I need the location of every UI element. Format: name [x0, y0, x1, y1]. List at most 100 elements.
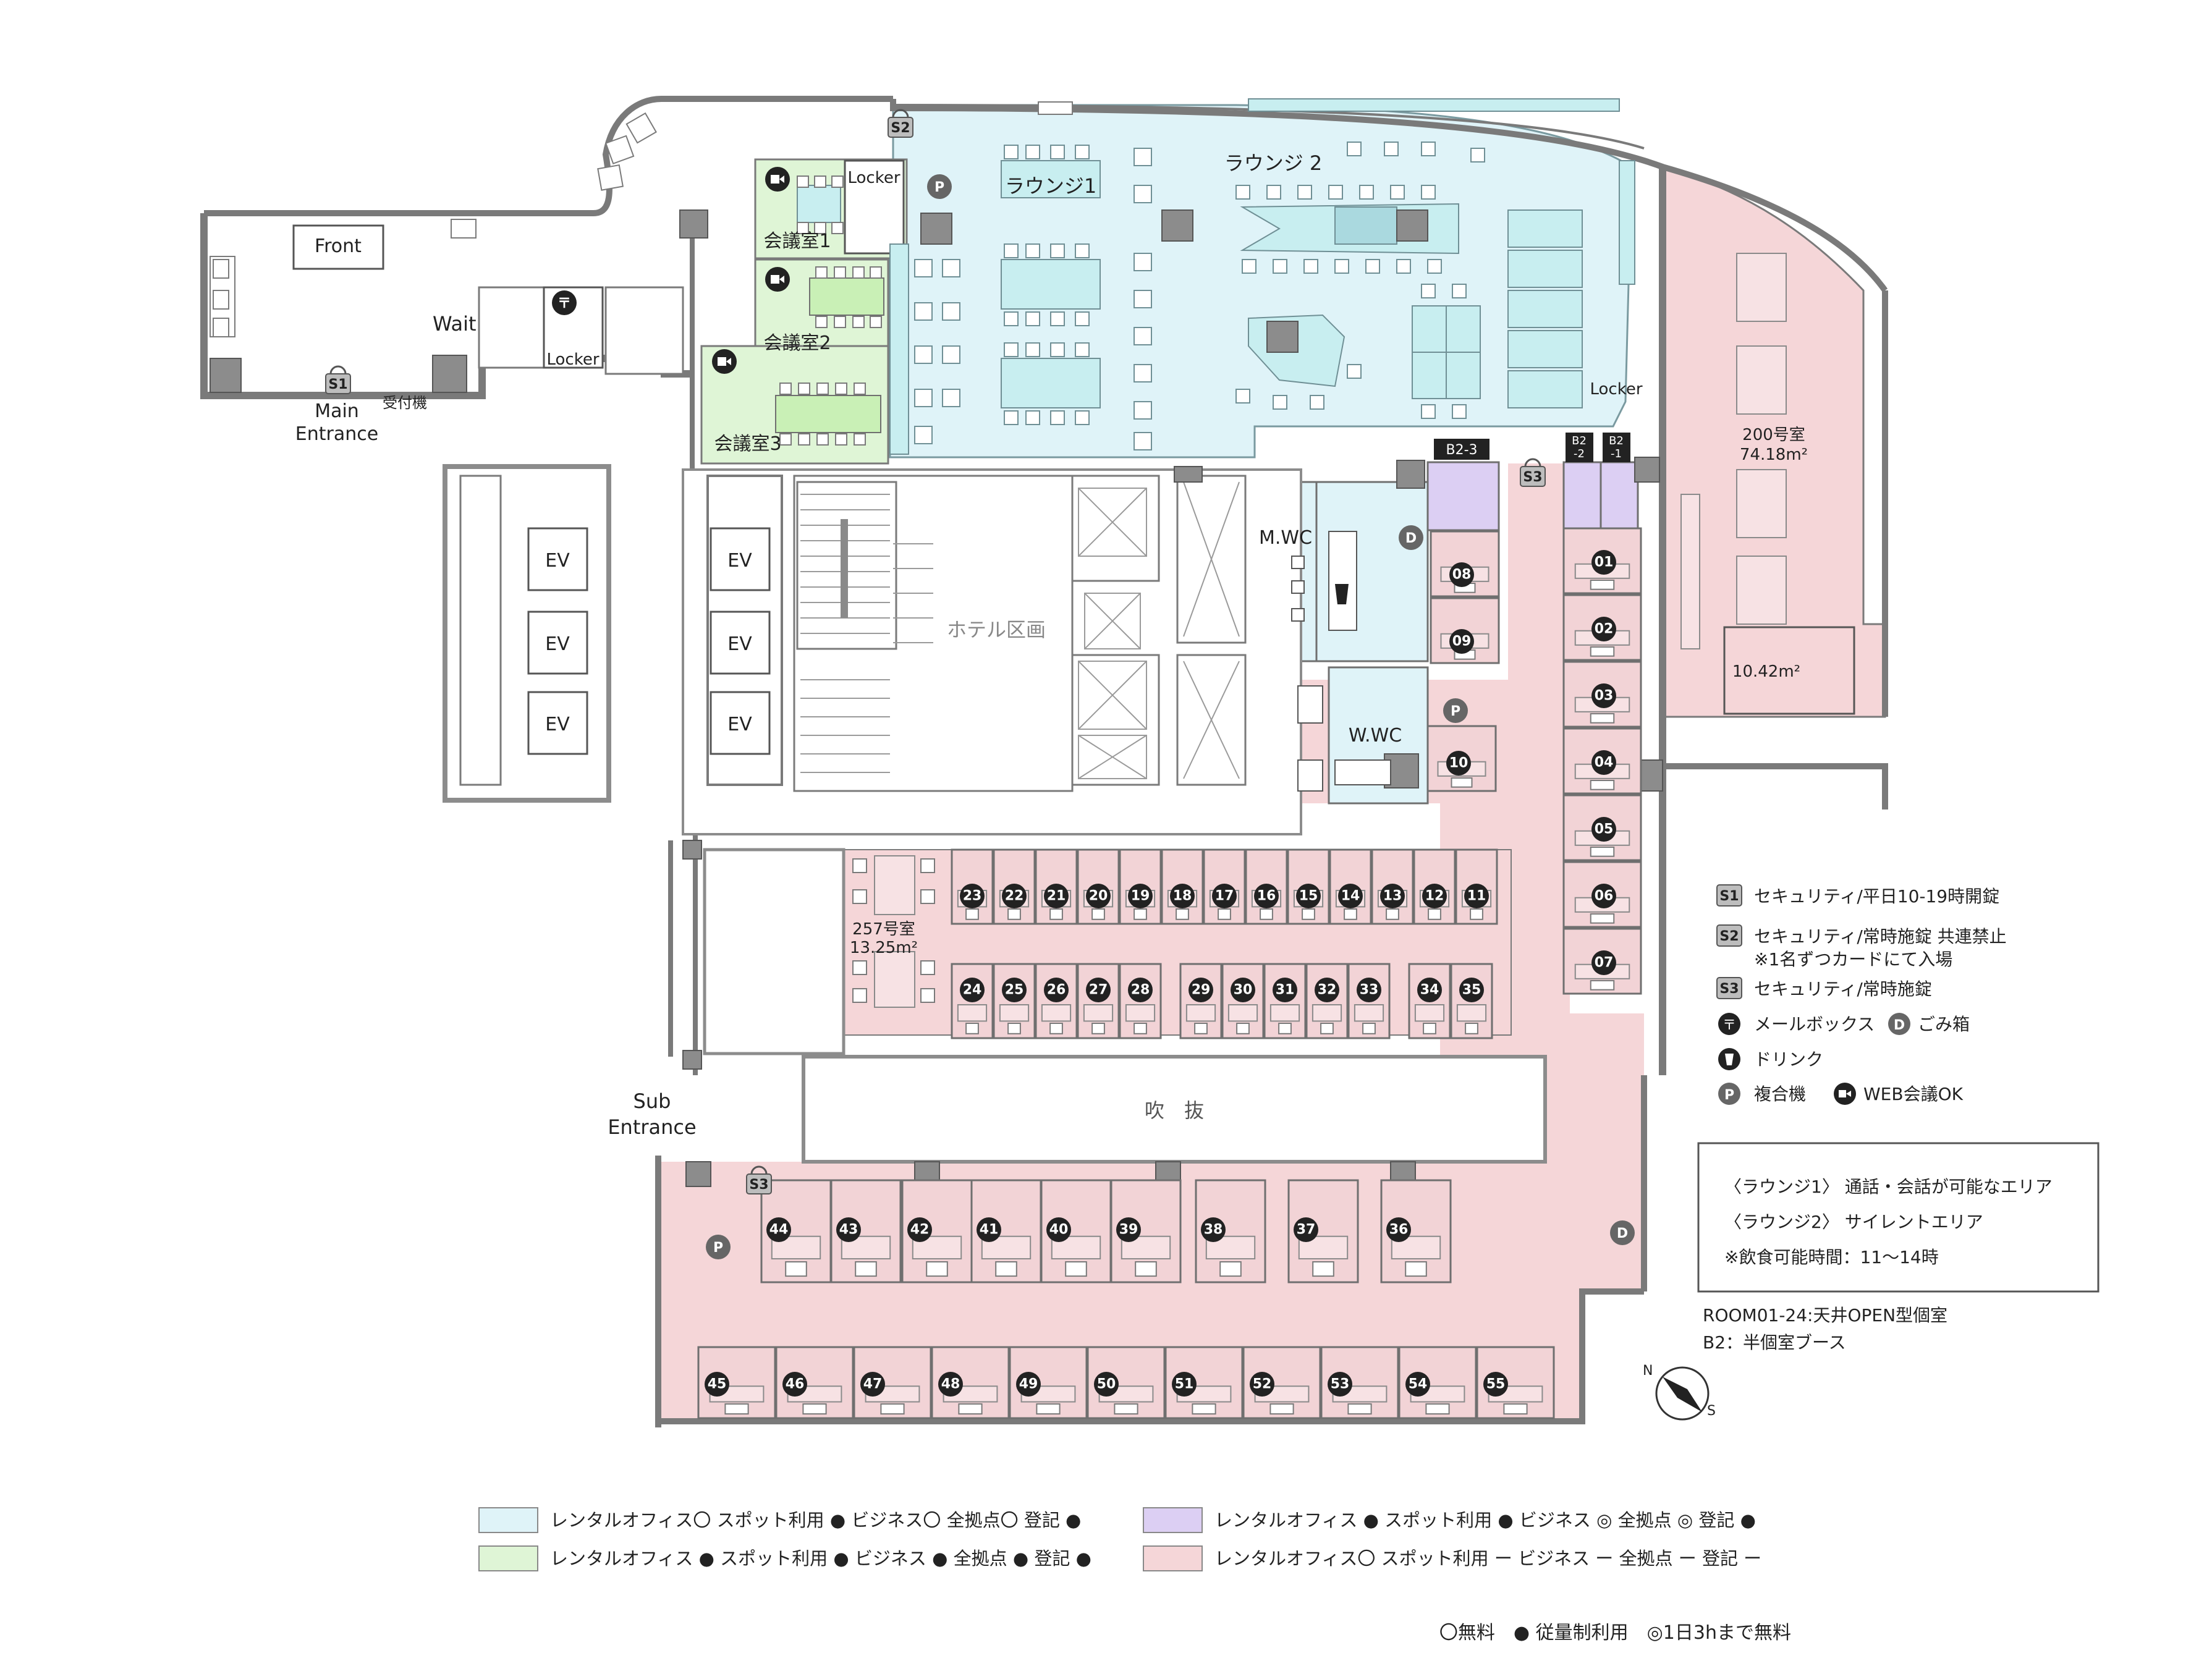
lobby-chairs [597, 112, 657, 191]
booth-19[interactable]: 19 [1119, 848, 1162, 925]
zone-b2-2 [1562, 461, 1602, 531]
booth-51[interactable]: 51 [1164, 1346, 1244, 1419]
svg-text:D: D [1405, 531, 1417, 546]
booth-10[interactable]: 10 [1426, 725, 1497, 792]
booth-49[interactable]: 49 [1009, 1346, 1088, 1419]
booth-number-label: 39 [1119, 1222, 1138, 1238]
booth-27[interactable]: 27 [1077, 963, 1120, 1039]
compass-s: S [1707, 1403, 1716, 1419]
booth-22[interactable]: 22 [993, 848, 1036, 925]
booth-39[interactable]: 39 [1110, 1179, 1182, 1283]
booth-04[interactable]: 04 [1562, 727, 1642, 795]
booth-25[interactable]: 25 [993, 963, 1036, 1039]
s1-legend-text: セキュリティ/平日10-19時開錠 [1754, 886, 1999, 907]
booth-20[interactable]: 20 [1077, 848, 1120, 925]
booth-33[interactable]: 33 [1347, 963, 1391, 1039]
booth-12[interactable]: 12 [1413, 848, 1456, 925]
booth-number-label: 07 [1595, 955, 1614, 971]
booth-03[interactable]: 03 [1562, 661, 1642, 728]
booth-number-label: 45 [708, 1377, 727, 1392]
booth-number-label: 48 [941, 1377, 960, 1392]
booth-38[interactable]: 38 [1195, 1179, 1266, 1283]
booth-number-label: 04 [1595, 755, 1614, 771]
wwc-label: W.WC [1349, 725, 1402, 746]
legend-row: レンタルオフィス ● スポット利用 ● ビジネス ◎ 全拠点 ◎ 登記 ● [1143, 1507, 1756, 1533]
booth-21[interactable]: 21 [1035, 848, 1078, 925]
b2-1-label-a: B2 [1609, 434, 1624, 447]
booth-09[interactable]: 09 [1430, 597, 1500, 664]
elevator: EV [527, 611, 588, 675]
booth-28[interactable]: 28 [1119, 963, 1162, 1039]
booth-11[interactable]: 11 [1455, 848, 1498, 925]
booth-36[interactable]: 36 [1380, 1179, 1452, 1283]
wc-fixtures [1291, 531, 1391, 792]
booth-30[interactable]: 30 [1221, 963, 1265, 1039]
booth-number-label: 02 [1595, 622, 1614, 637]
copier-icon: P [706, 1235, 731, 1259]
booth-08[interactable]: 08 [1430, 530, 1500, 598]
room200-name: 200号室 [1742, 426, 1805, 444]
note-line-1: ROOM01-24:天井OPEN型個室 [1703, 1305, 1947, 1325]
s2-legend-icon: S2 [1716, 924, 1742, 947]
booth-35[interactable]: 35 [1450, 963, 1493, 1039]
booth-55[interactable]: 55 [1476, 1346, 1555, 1419]
booth-42[interactable]: 42 [901, 1179, 973, 1283]
booth-40[interactable]: 40 [1040, 1179, 1112, 1283]
legend-swatch [1143, 1507, 1203, 1533]
booth-32[interactable]: 32 [1305, 963, 1349, 1039]
booth-number: 14 [1338, 884, 1363, 908]
booth-44[interactable]: 44 [760, 1179, 832, 1283]
booth-06[interactable]: 06 [1562, 861, 1642, 928]
booth-15[interactable]: 15 [1287, 848, 1330, 925]
note-line-2: B2：半個室ブース [1703, 1332, 1846, 1353]
booth-number: 03 [1591, 683, 1616, 708]
elevator: EV [527, 691, 588, 755]
room200-area: 74.18m² [1740, 446, 1808, 464]
walls [200, 96, 1888, 1427]
booth-14[interactable]: 14 [1329, 848, 1372, 925]
booth-50[interactable]: 50 [1087, 1346, 1166, 1419]
booth-13[interactable]: 13 [1371, 848, 1414, 925]
booth-number-label: 34 [1420, 983, 1439, 998]
booth-45[interactable]: 45 [697, 1346, 776, 1419]
booth-48[interactable]: 48 [931, 1346, 1010, 1419]
booth-23[interactable]: 23 [951, 848, 994, 925]
booth-37[interactable]: 37 [1287, 1179, 1359, 1283]
booth-02[interactable]: 02 [1562, 594, 1642, 661]
booth-number: 50 [1094, 1372, 1119, 1397]
booth-number-label: 40 [1049, 1222, 1069, 1238]
booth-16[interactable]: 16 [1245, 848, 1288, 925]
b2-2-label-b: -2 [1574, 447, 1585, 460]
booth-number: 53 [1328, 1372, 1352, 1397]
booth-41[interactable]: 41 [970, 1179, 1042, 1283]
booth-54[interactable]: 54 [1398, 1346, 1477, 1419]
lounge-1-furniture [889, 101, 1152, 455]
booth-52[interactable]: 52 [1242, 1346, 1321, 1419]
booth-number-label: 19 [1131, 889, 1150, 904]
booth-26[interactable]: 26 [1035, 963, 1078, 1039]
booth-01[interactable]: 01 [1562, 527, 1642, 594]
booth-18[interactable]: 18 [1161, 848, 1204, 925]
booth-17[interactable]: 17 [1203, 848, 1246, 925]
booth-number: 55 [1483, 1372, 1508, 1397]
booth-53[interactable]: 53 [1320, 1346, 1399, 1419]
info-line-3: ※飲食可能時間：11〜14時 [1724, 1247, 1939, 1267]
booth-05[interactable]: 05 [1562, 794, 1642, 861]
booth-number-label: 42 [910, 1222, 930, 1238]
booth-number-label: 38 [1204, 1222, 1223, 1238]
reception-machine-label: 受付機 [383, 394, 427, 412]
ev-label: EV [727, 633, 752, 655]
booth-24[interactable]: 24 [951, 963, 994, 1039]
booth-46[interactable]: 46 [775, 1346, 854, 1419]
svg-text:S2: S2 [1719, 929, 1739, 944]
booth-31[interactable]: 31 [1263, 963, 1307, 1039]
booth-34[interactable]: 34 [1408, 963, 1451, 1039]
booth-47[interactable]: 47 [853, 1346, 932, 1419]
booth-07[interactable]: 07 [1562, 928, 1642, 995]
b2-2-label-a: B2 [1572, 434, 1587, 447]
booth-number: 30 [1231, 978, 1255, 1002]
booth-43[interactable]: 43 [830, 1179, 902, 1283]
booth-29[interactable]: 29 [1179, 963, 1223, 1039]
